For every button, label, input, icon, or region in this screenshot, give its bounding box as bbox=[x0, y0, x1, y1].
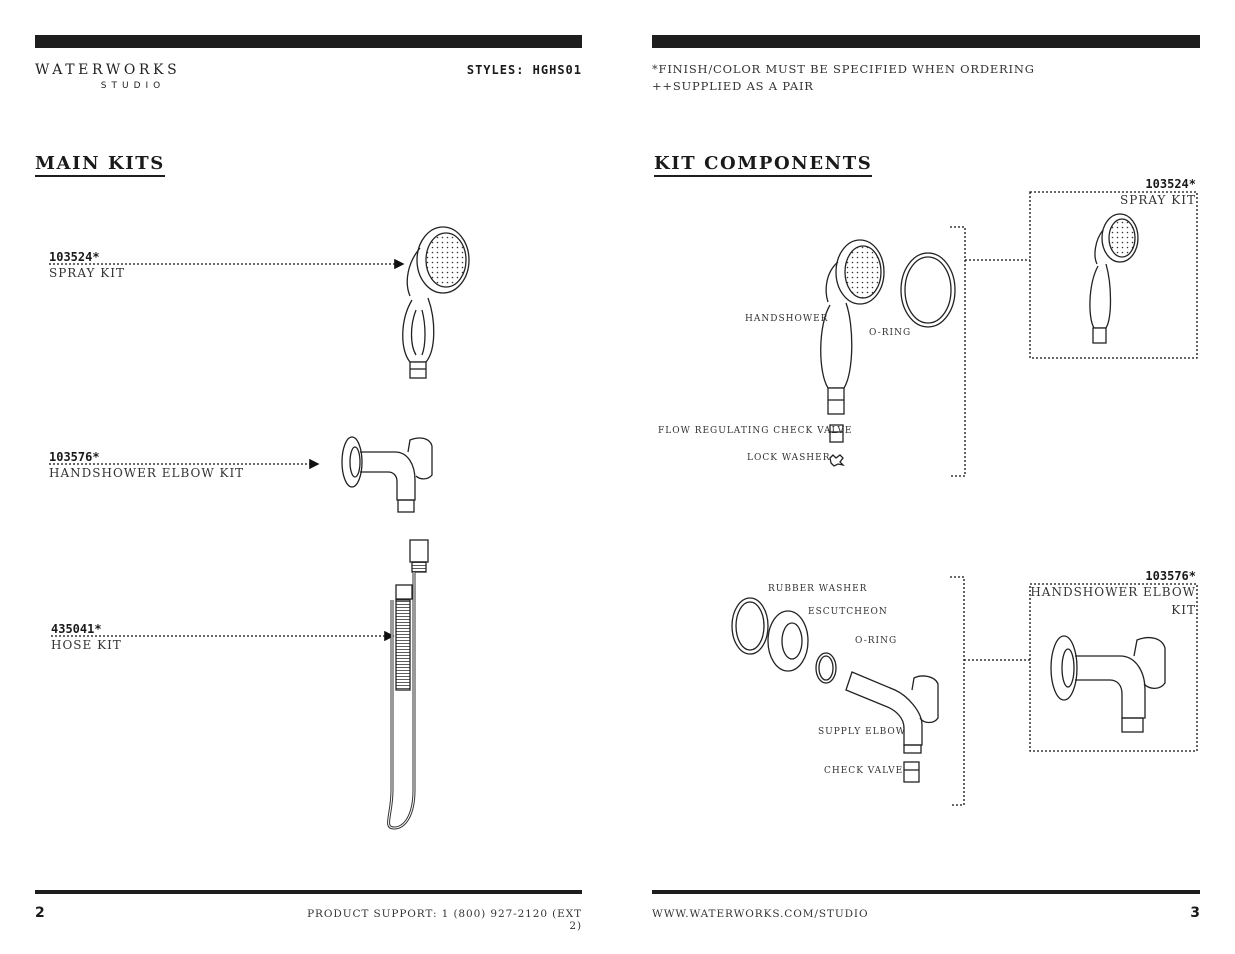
brand-sub: STUDIO bbox=[100, 81, 166, 91]
part-label: SUPPLY ELBOW bbox=[818, 727, 907, 737]
elbow-kit-label: KIT bbox=[1171, 603, 1196, 617]
page-number-left: 2 bbox=[35, 905, 45, 921]
elbow-components bbox=[731, 597, 939, 783]
elbow-kit-code: 103576* bbox=[1145, 569, 1196, 583]
main-kit-code: 103524* bbox=[49, 250, 100, 264]
main-kit-code: 103576* bbox=[49, 450, 100, 464]
part-label: O-RING bbox=[855, 636, 898, 646]
note-pair: ++SUPPLIED AS A PAIR bbox=[652, 79, 814, 93]
spray-kit-box-drawing bbox=[1089, 213, 1139, 344]
kit-components-heading: KIT COMPONENTS bbox=[654, 153, 873, 177]
part-label: FLOW REGULATING CHECK VALVE bbox=[658, 426, 853, 436]
main-kits-heading: MAIN KITS bbox=[35, 153, 165, 177]
part-label: O-RING bbox=[869, 328, 912, 338]
hose-drawing bbox=[387, 539, 429, 830]
spray-kit-box bbox=[1029, 191, 1198, 359]
brand-name: WATERWORKS bbox=[35, 62, 181, 78]
elbow-kit-label: HANDSHOWER ELBOW bbox=[1030, 585, 1196, 599]
elbow-kit-box-drawing bbox=[1050, 635, 1166, 733]
main-kit-label: HOSE KIT bbox=[51, 638, 122, 652]
elbow-kit-box bbox=[1029, 583, 1198, 752]
part-label: RUBBER WASHER bbox=[768, 584, 868, 594]
main-kit-code: 435041* bbox=[51, 622, 102, 636]
styles-label: STYLES: HGHS01 bbox=[466, 63, 582, 77]
top-rule-left bbox=[35, 35, 582, 48]
bracket-elbow bbox=[950, 576, 965, 806]
note-finish: *FINISH/COLOR MUST BE SPECIFIED WHEN ORD… bbox=[652, 62, 1035, 76]
product-support: PRODUCT SUPPORT: 1 (800) 927-2120 (EXT 2… bbox=[307, 908, 582, 932]
bottom-rule-right bbox=[652, 890, 1200, 894]
main-kit-label: SPRAY KIT bbox=[49, 266, 125, 280]
page-number-right: 3 bbox=[1190, 905, 1200, 921]
elbow-drawing bbox=[341, 436, 433, 513]
part-label: ESCUTCHEON bbox=[808, 607, 888, 617]
bracket-spray bbox=[950, 226, 966, 477]
handshower-drawing bbox=[402, 226, 470, 379]
top-rule-right bbox=[652, 35, 1200, 48]
spray-kit-label: SPRAY KIT bbox=[1120, 193, 1196, 207]
part-label: LOCK WASHER bbox=[747, 453, 831, 463]
brand-logo: WATERWORKS STUDIO bbox=[35, 62, 215, 91]
spray-components bbox=[820, 239, 956, 467]
part-label: HANDSHOWER bbox=[745, 314, 829, 324]
spray-kit-code: 103524* bbox=[1145, 177, 1196, 191]
website-link[interactable]: WWW.WATERWORKS.COM/STUDIO bbox=[652, 908, 869, 920]
main-kit-label: HANDSHOWER ELBOW KIT bbox=[49, 466, 245, 480]
part-label: CHECK VALVE bbox=[824, 766, 904, 776]
bottom-rule-left bbox=[35, 890, 582, 894]
